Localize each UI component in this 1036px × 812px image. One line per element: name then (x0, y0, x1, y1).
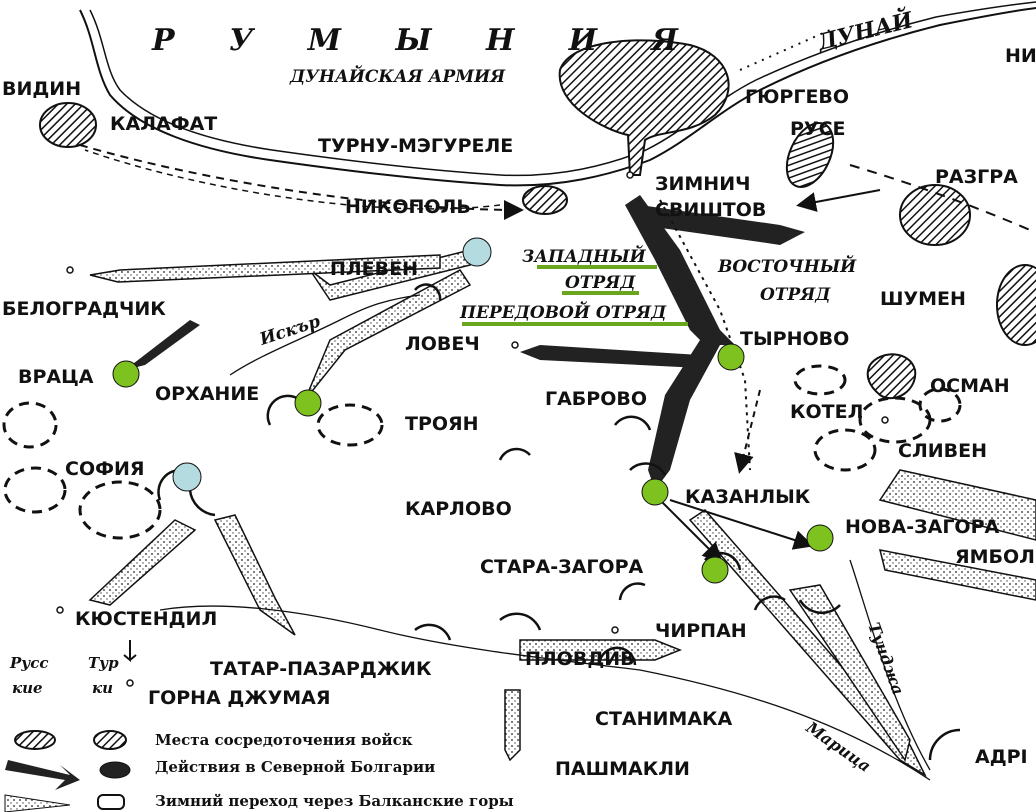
city-vratsa: ВРАЦА (18, 366, 94, 388)
legend-winter-arrow-icon (4, 794, 71, 812)
city-adrianople: АДРІ (975, 746, 1028, 768)
legend-russian-hatch-icon (14, 730, 56, 750)
city-lovech: ЛОВЕЧ (405, 333, 480, 355)
eastern-detachment-2: ОТРЯД (760, 285, 831, 305)
city-orhanie: ОРХАНИЕ (155, 383, 259, 405)
legend-turkish-1: Тур (88, 654, 119, 672)
city-sliven: СЛИВЕН (898, 440, 987, 462)
city-troyan: ТРОЯН (405, 413, 479, 435)
city-ruse: РУСЕ (790, 118, 846, 140)
legend-item-3: Зимний переход через Балканские горы (155, 792, 514, 810)
legend-oval-icon (99, 761, 131, 779)
legend-arrow-icon (5, 760, 80, 790)
marker-orhanie (294, 389, 322, 417)
legend: Русс кие Тур ки Места сосредоточения вой… (4, 640, 514, 812)
city-belogradchik: БЕЛОГРАДЧИК (2, 298, 166, 320)
marker-pleven (462, 237, 492, 267)
country-label: Р У М Ы Н И Я (151, 23, 700, 58)
legend-turkish-2: ки (92, 679, 113, 697)
city-plovdiv: ПЛОВДИВ (525, 648, 635, 670)
western-detachment-2: ОТРЯД (565, 273, 636, 293)
marker-sofia (172, 462, 202, 492)
city-turnu: ТУРНУ-МЭГУРЕЛЕ (318, 135, 513, 157)
city-giurgevo: ГЮРГЕВО (745, 86, 849, 108)
russian-concentration-area (558, 39, 730, 176)
vidin-concentration (39, 102, 97, 148)
city-nova-zagora: НОВА-ЗАГОРА (845, 516, 1000, 538)
razgrad-concentration (899, 184, 971, 246)
marker-nova-zagora (806, 524, 834, 552)
city-pashmakli: ПАШМАКЛИ (555, 758, 690, 780)
city-kotel: КОТЕЛ (790, 401, 863, 423)
legend-winter-icon (97, 794, 125, 810)
city-shumen: ШУМЕН (880, 288, 966, 310)
city-top-right: НИ (1005, 45, 1036, 67)
city-sofia: СОФИЯ (65, 458, 144, 480)
marker-tarnovo (717, 343, 745, 371)
city-kazanlak: КАЗАНЛЫК (685, 486, 811, 508)
city-tarnovo: ТЫРНОВО (740, 328, 849, 350)
city-chirpan: ЧИРПАН (655, 620, 747, 642)
city-pleven: ПЛЕВЕН (330, 258, 418, 280)
eastern-detachment: ВОСТОЧНЫЙ (717, 255, 857, 277)
city-svishtov: СВИШТОВ (655, 199, 766, 221)
legend-russian-1: Русс (9, 654, 49, 672)
city-razgrad: РАЗГРА (935, 166, 1018, 188)
danube-label: ДУНАЙ (813, 4, 916, 56)
city-gabrovo: ГАБРОВО (545, 388, 647, 410)
city-osman: ОСМАН (930, 375, 1010, 397)
city-kyustendil: КЮСТЕНДИЛ (75, 608, 217, 630)
advance-detachment: ПЕРЕДОВОЙ ОТРЯД (459, 301, 667, 323)
marker-kazanlak (641, 478, 669, 506)
legend-item-2: Действия в Северной Болгарии (155, 758, 435, 776)
city-zimnich: ЗИМНИЧ (655, 173, 750, 195)
advance-arrow-svishtov-tarnovo (625, 195, 735, 345)
maritsa-label: Марица (802, 717, 874, 776)
army-label: ДУНАЙСКАЯ АРМИЯ (289, 65, 506, 87)
legend-turkish-hatch-icon (93, 730, 127, 750)
marker-vratsa (112, 360, 140, 388)
city-kalafat: КАЛАФАТ (110, 113, 217, 135)
city-vidin: ВИДИН (2, 78, 81, 100)
city-yambol: ЯМБОЛ (955, 546, 1035, 568)
city-stanimaka: СТАНИМАКА (595, 708, 733, 730)
western-detachment: ЗАПАДНЫЙ (522, 245, 647, 267)
city-nikopol: НИКОПОЛЬ (345, 196, 471, 218)
city-karlovo: КАРЛОВО (405, 498, 512, 520)
city-stara-zagora: СТАРА-ЗАГОРА (480, 556, 644, 578)
city-gorna: ГОРНА ДЖУМАЯ (148, 687, 330, 709)
legend-russian-2: кие (12, 679, 43, 697)
city-tatar: ТАТАР-ПАЗАРДЖИК (210, 658, 432, 680)
danube-river (79, 7, 1036, 187)
legend-item-1: Места сосредоточения войск (155, 731, 413, 749)
marker-stara-zagora (701, 556, 729, 584)
